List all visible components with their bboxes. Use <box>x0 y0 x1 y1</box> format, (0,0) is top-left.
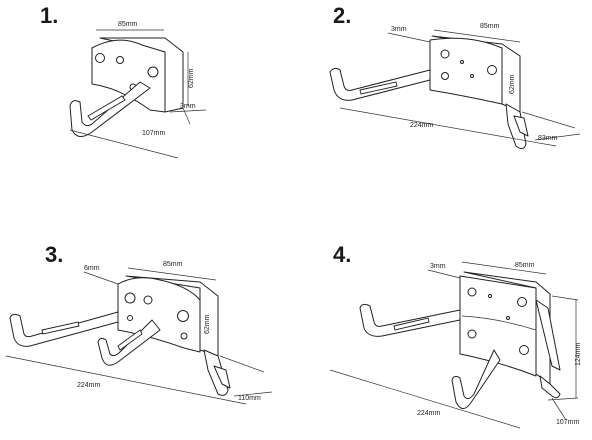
panel-1-depth-label: 107mm <box>142 130 166 137</box>
panel-1: 1. 85mm 62mm 3mm 107mm <box>40 3 207 159</box>
panel-2-width-line <box>433 29 521 43</box>
panel-2-thickness-line <box>387 32 431 43</box>
panel-3-depth-guide <box>219 355 265 373</box>
panel-3-label: 3. <box>45 242 63 267</box>
panel-4-hole <box>517 297 527 307</box>
panel-4-thickness-line <box>427 269 461 279</box>
panel-4-width-label: 85mm <box>515 262 535 269</box>
panel-4-hole <box>506 316 510 320</box>
panel-3-height-label: 62mm <box>204 314 211 334</box>
panel-2-label: 2. <box>333 3 351 28</box>
panel-2-height-label: 62mm <box>509 74 516 94</box>
panel-4-length-label: 224mm <box>417 410 441 417</box>
panel-2-small-hook <box>505 103 527 150</box>
panel-4-hole <box>467 329 477 339</box>
panel-4-hole <box>519 345 529 355</box>
panel-3-hole <box>124 292 136 304</box>
panel-3-short-arm <box>97 319 161 366</box>
panel-3-baseline <box>5 355 247 405</box>
panel-1-thickness-line <box>169 109 207 113</box>
panel-2-length-label: 224mm <box>410 122 434 129</box>
panel-2-depth-label: 83mm <box>538 135 558 142</box>
panel-4-long-arm <box>359 303 461 337</box>
panel-4-depth-label: 107mm <box>556 419 580 426</box>
panel-4-lower-arm <box>451 349 501 409</box>
panel-1-hole <box>95 53 105 63</box>
panel-4-slot <box>393 317 430 331</box>
panel-3-slot <box>41 321 80 335</box>
panel-4-thickness-label: 3mm <box>430 263 446 270</box>
panel-1-slot <box>87 95 126 121</box>
panel-3-thickness-label: 6mm <box>84 265 100 272</box>
panel-2-baseline <box>339 107 557 147</box>
panel-2-hole <box>440 49 450 59</box>
panel-3: 3. 6mm 85mm 62mm 224mm 110mm <box>5 242 273 405</box>
panel-1-depth-guide <box>182 107 191 125</box>
panel-4-hole <box>488 294 492 298</box>
panel-2-hole <box>470 74 474 78</box>
panel-2-hole <box>487 65 497 75</box>
panel-4-height-label: 124mm <box>575 342 582 366</box>
panel-2-long-arm <box>329 67 431 101</box>
panel-4-wall-plate <box>459 275 537 377</box>
panel-2-depth-guide <box>521 111 576 129</box>
panel-3-hole <box>143 295 153 305</box>
panel-3-hole <box>180 332 188 340</box>
panel-2: 2. 3mm 85mm 62mm 224mm 83mm <box>329 3 581 150</box>
panel-3-depth-guide <box>233 391 273 397</box>
panel-3-depth-label: 110mm <box>238 395 261 402</box>
panel-3-hole <box>127 315 133 321</box>
panel-2-slot <box>359 81 398 95</box>
panel-2-thickness-label: 3mm <box>391 26 407 33</box>
panel-3-slot <box>117 329 143 351</box>
panel-3-width-label: 85mm <box>163 261 183 268</box>
panel-1-label: 1. <box>40 3 58 28</box>
panel-4-width-line <box>461 261 547 275</box>
panel-1-baseline <box>69 129 179 159</box>
panel-1-wall-plate <box>91 39 166 113</box>
panel-4-label: 4. <box>333 242 351 267</box>
panel-4-side-bracket <box>535 299 561 371</box>
panel-4-depth-guide <box>551 397 567 421</box>
panel-2-hook-tip <box>513 115 529 137</box>
panel-4-plate-seam <box>461 315 537 331</box>
panel-4-height-guide <box>551 295 579 301</box>
panel-1-thickness-label: 3mm <box>180 103 196 110</box>
panel-1-hole <box>147 66 159 78</box>
panel-4: 4. 3mm 85mm 124mm 224mm 107mm <box>329 242 582 429</box>
panel-2-hole <box>441 72 449 80</box>
panel-1-height-label: 62mm <box>188 68 195 88</box>
panel-4-hole <box>467 287 477 297</box>
panel-3-hook-tip <box>213 365 231 389</box>
panel-3-hole <box>177 310 189 322</box>
panel-4-baseline <box>329 369 521 429</box>
panel-2-width-label: 85mm <box>480 23 500 30</box>
panel-1-hole <box>116 56 124 64</box>
panel-3-width-line <box>127 267 217 281</box>
panel-4-side-hook <box>539 375 561 399</box>
panel-1-width-label: 85mm <box>118 21 138 28</box>
panel-3-length-label: 224mm <box>77 382 101 389</box>
panel-3-thickness-line <box>83 271 119 285</box>
panel-2-hole <box>460 60 464 64</box>
panel-2-depth-guide <box>534 133 581 141</box>
